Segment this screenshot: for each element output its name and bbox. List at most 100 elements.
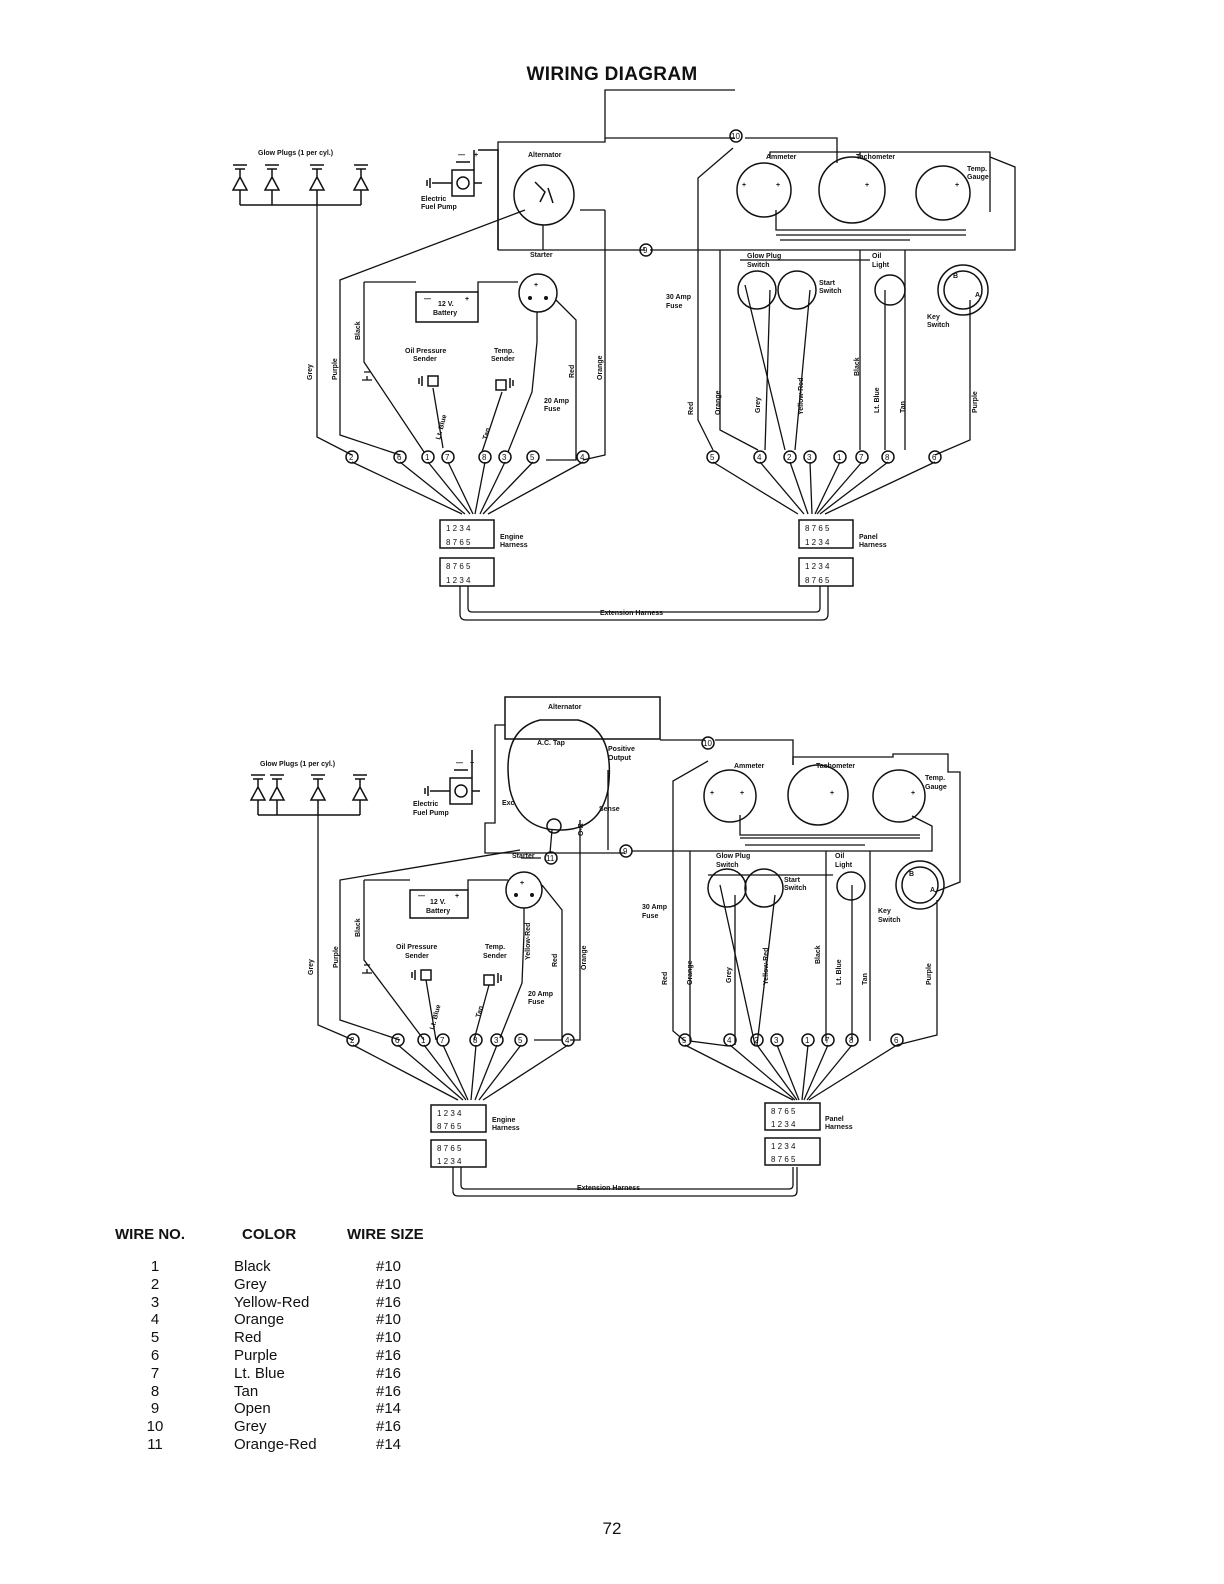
svg-text:Light: Light — [872, 262, 890, 269]
svg-text:—: — — [456, 760, 463, 767]
svg-text:1 2 3 4: 1 2 3 4 — [805, 562, 830, 571]
svg-text:Switch: Switch — [747, 262, 770, 269]
svg-text:8 7 6 5: 8 7 6 5 — [437, 1144, 462, 1153]
svg-text:Glow Plug: Glow Plug — [747, 253, 781, 260]
wire-no-cell: 7 — [150, 1364, 160, 1382]
svg-text:Extension Harness: Extension Harness — [577, 1185, 640, 1192]
senders-2: Oil Pressure Sender Temp. Sender 20 Amp … — [396, 944, 553, 1006]
svg-text:4: 4 — [580, 453, 585, 462]
panel-wire-labels: Red Orange Grey Yellow-Red Black Lt. Blu… — [688, 357, 979, 415]
svg-text:+: + — [710, 790, 714, 797]
svg-text:+: + — [830, 790, 834, 797]
svg-text:Oil: Oil — [872, 253, 881, 260]
temp-sender: Temp. Sender — [491, 348, 515, 391]
svg-text:Temp.: Temp. — [494, 348, 514, 355]
svg-text:Red: Red — [688, 402, 695, 415]
svg-text:8 7 6 5: 8 7 6 5 — [805, 576, 830, 585]
svg-text:Sender: Sender — [413, 356, 437, 363]
battery-label-line2: Battery — [433, 310, 457, 317]
svg-text:Ammeter: Ammeter — [766, 154, 797, 161]
glow-plugs: Glow Plugs (1 per cyl.) — [231, 150, 370, 206]
svg-text:Grey: Grey — [755, 397, 762, 413]
svg-text:Harness: Harness — [859, 542, 887, 549]
svg-text:1 2 3 4: 1 2 3 4 — [446, 524, 471, 533]
svg-text:8 7 6 5: 8 7 6 5 — [446, 538, 471, 547]
svg-text:5: 5 — [518, 1036, 523, 1045]
svg-text:9: 9 — [623, 847, 628, 856]
svg-text:6: 6 — [397, 453, 402, 462]
svg-text:Alternator: Alternator — [548, 704, 582, 711]
svg-text:2: 2 — [349, 453, 354, 462]
svg-text:1 2 3 4: 1 2 3 4 — [437, 1109, 462, 1118]
svg-text:Switch: Switch — [878, 917, 901, 924]
svg-text:Orange: Orange — [581, 945, 588, 970]
svg-text:+: + — [465, 296, 469, 303]
svg-text:Tan: Tan — [862, 973, 869, 985]
extension-harness-1: Extension Harness — [459, 586, 829, 621]
svg-text:Switch: Switch — [819, 288, 842, 295]
engine-harness-connector-2: 1 2 3 4 8 7 6 5 Engine Harness 8 7 6 5 1… — [430, 1104, 520, 1168]
svg-text:—: — — [424, 296, 431, 303]
oil-pressure-sender: Oil Pressure Sender — [405, 348, 446, 387]
fuel-pump-label-line2: Fuel Pump — [421, 204, 457, 211]
svg-text:Purple: Purple — [972, 391, 979, 413]
svg-text:Light: Light — [835, 862, 853, 869]
svg-text:Lt. Blue: Lt. Blue — [429, 1004, 442, 1031]
svg-text:10: 10 — [731, 132, 740, 141]
svg-text:Extension Harness: Extension Harness — [600, 610, 663, 617]
page-title: WIRING DIAGRAM — [526, 64, 698, 85]
wire-size-cell: #10 — [376, 1311, 402, 1329]
color-cell: Tan — [234, 1382, 259, 1400]
svg-text:Engine: Engine — [500, 534, 523, 541]
svg-text:7: 7 — [825, 1036, 830, 1045]
wire-size-cell: #14 — [376, 1436, 402, 1453]
wire-size-cell: #10 — [376, 1258, 402, 1275]
svg-text:Panel: Panel — [825, 1116, 844, 1123]
svg-text:30 Amp: 30 Amp — [666, 294, 691, 301]
engine-connector-numbers-2: 2 6 1 7 8 3 5 4 11 9 10 — [346, 736, 715, 1047]
svg-text:Red: Red — [569, 365, 576, 378]
svg-text:Tan: Tan — [475, 1005, 485, 1018]
svg-text:Tan: Tan — [900, 401, 907, 413]
svg-text:Black: Black — [355, 918, 362, 937]
panel-gauges-2: Ammeter ++ Tachometer + Temp. Gauge + — [703, 763, 947, 826]
wire-size-cell: #14 — [376, 1400, 402, 1418]
svg-text:A: A — [930, 887, 935, 894]
svg-text:Oil Pressure: Oil Pressure — [405, 348, 446, 355]
svg-text:1 2 3 4: 1 2 3 4 — [771, 1120, 796, 1129]
svg-text:10: 10 — [703, 739, 712, 748]
svg-text:6: 6 — [932, 453, 937, 462]
svg-text:+: + — [470, 760, 474, 767]
wire-size-cell: #16 — [376, 1364, 402, 1382]
svg-text:+: + — [520, 880, 524, 887]
svg-text:Key: Key — [927, 314, 940, 321]
svg-text:12 V.: 12 V. — [430, 899, 446, 906]
svg-text:Fuse: Fuse — [544, 406, 560, 413]
svg-text:1: 1 — [425, 453, 430, 462]
svg-text:Grey: Grey — [726, 967, 733, 983]
header-wire-no: WIRE NO. — [115, 1226, 185, 1243]
wire-no-cell: 3 — [150, 1293, 160, 1311]
svg-text:3: 3 — [774, 1036, 779, 1045]
alternator-2: Alternator A.C. Tap Positive Output Exc.… — [502, 696, 661, 836]
wire-no-cell: 2 — [150, 1275, 160, 1293]
engine-wiring — [316, 89, 735, 515]
svg-text:+: + — [534, 282, 538, 289]
svg-text:Sender: Sender — [483, 953, 507, 960]
svg-text:+: + — [742, 182, 746, 189]
color-cell: Orange-Red — [234, 1436, 317, 1453]
svg-text:Lt. Blue: Lt. Blue — [435, 414, 448, 441]
page-number: 72 — [602, 1519, 622, 1538]
starter: Starter + — [518, 252, 558, 313]
color-cell: Orange — [234, 1311, 285, 1329]
svg-text:Sender: Sender — [491, 356, 515, 363]
svg-text:1 2 3 4: 1 2 3 4 — [805, 538, 830, 547]
svg-text:Orange: Orange — [597, 355, 604, 380]
svg-text:A.C. Tap: A.C. Tap — [537, 740, 565, 747]
svg-text:8 7 6 5: 8 7 6 5 — [446, 562, 471, 571]
